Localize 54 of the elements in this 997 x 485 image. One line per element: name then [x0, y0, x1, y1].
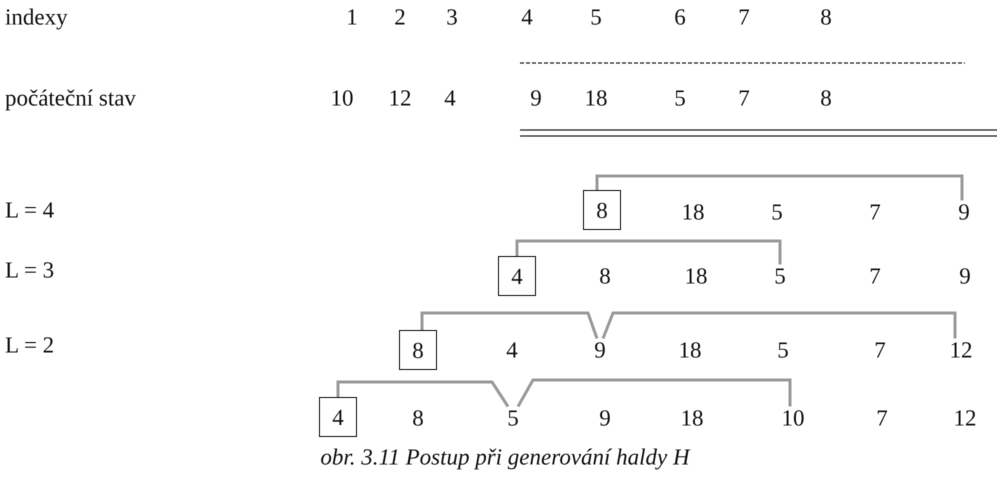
cell-value: 12 [954, 406, 976, 430]
swap-bracket [516, 240, 782, 264]
cell-value: 7 [876, 406, 888, 430]
boxed-number: 4 [319, 397, 357, 437]
cell-value: 9 [959, 264, 971, 288]
column-index: 6 [674, 6, 686, 28]
cell-value: 5 [674, 86, 686, 110]
row-header: počáteční stav [5, 86, 136, 110]
cell-value: 7 [869, 264, 881, 288]
cell-value: 5 [774, 264, 786, 288]
swap-bracket [516, 378, 792, 408]
swap-bracket [602, 312, 956, 340]
swap-bracket [336, 380, 510, 408]
swap-bracket [596, 174, 964, 200]
cell-value: 18 [684, 264, 708, 288]
cell-value: 5 [777, 338, 789, 362]
row-header: L = 2 [5, 334, 54, 356]
column-index: 5 [590, 6, 602, 28]
cell-value: 8 [599, 264, 611, 288]
cell-value: 18 [584, 86, 608, 110]
cell-value: 9 [958, 200, 970, 224]
swap-bracket [420, 312, 598, 339]
cell-value: 12 [388, 86, 412, 110]
boxed-number: 8 [583, 190, 621, 230]
column-index: 7 [738, 6, 750, 28]
cell-value: 18 [682, 200, 704, 224]
boxed-number: 4 [498, 256, 536, 296]
cell-value: 5 [507, 406, 519, 430]
column-index: 1 [346, 6, 358, 28]
cell-value: 10 [330, 86, 354, 110]
row-header: L = 3 [5, 258, 54, 282]
cell-value: 9 [599, 406, 611, 430]
column-index: 3 [446, 6, 458, 28]
column-index: 4 [521, 6, 533, 28]
cell-value: 12 [950, 338, 972, 362]
cell-value: 4 [506, 338, 518, 362]
column-index: 2 [394, 6, 406, 28]
row-header: indexy [5, 6, 68, 28]
cell-value: 7 [874, 338, 886, 362]
cell-value: 8 [820, 86, 832, 110]
cell-value: 4 [444, 86, 456, 110]
cell-value: 8 [412, 406, 424, 430]
cell-value: 9 [530, 86, 542, 110]
cell-value: 10 [782, 406, 804, 430]
figure-caption: obr. 3.11 Postup při generování haldy H [320, 446, 690, 468]
cell-value: 9 [594, 338, 606, 362]
cell-value: 7 [869, 200, 881, 224]
cell-value: 5 [771, 200, 783, 224]
cell-value: 18 [680, 406, 704, 430]
cell-value: 18 [678, 338, 702, 362]
cell-value: 7 [738, 86, 750, 110]
column-index: 8 [820, 6, 832, 28]
row-header: L = 4 [5, 198, 54, 222]
boxed-number: 8 [399, 330, 437, 370]
